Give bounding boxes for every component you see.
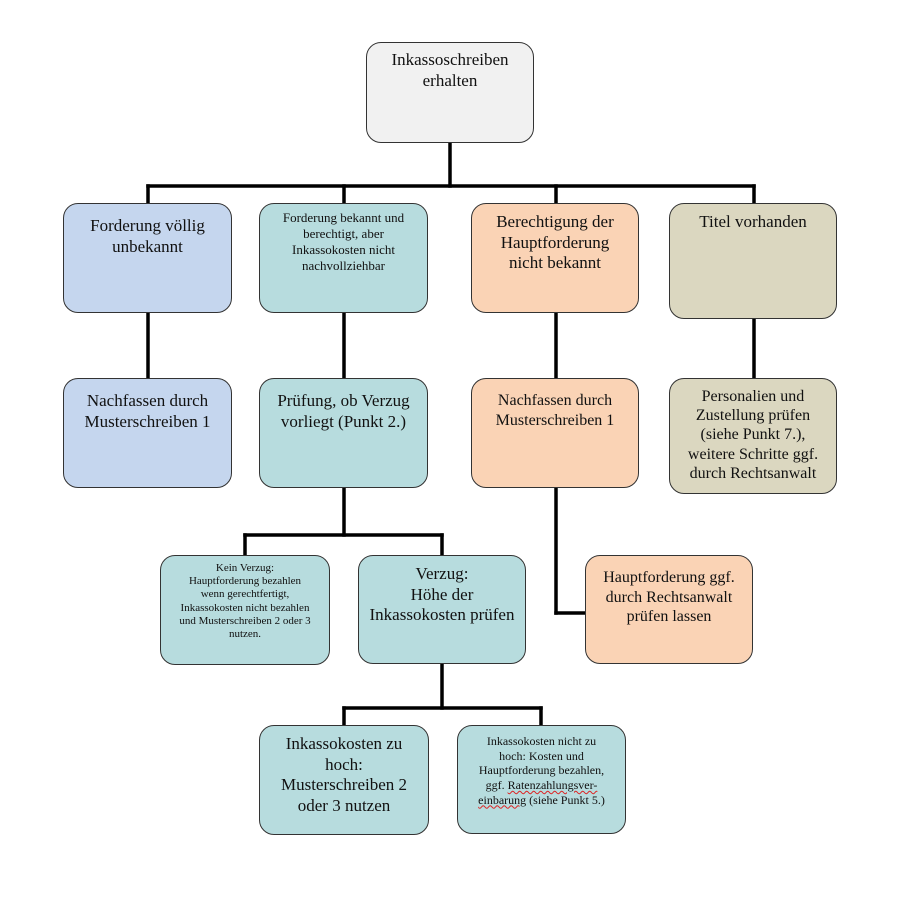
node-followup-1-label: Nachfassen durch Musterschreiben 1: [84, 391, 211, 431]
node-costs-ok-label: Inkassokosten nicht zu hoch: Kosten und …: [478, 734, 605, 807]
node-default-check-costs: Verzug: Höhe der Inkassokosten prüfen: [358, 555, 526, 664]
node-root: Inkassoschreiben erhalten: [366, 42, 534, 143]
node-root-label: Inkassoschreiben erhalten: [391, 50, 509, 90]
node-unknown-claim-label: Forderung völlig unbekannt: [90, 216, 205, 256]
node-main-claim-unknown: Berechtigung der Hauptforderung nicht be…: [471, 203, 639, 313]
node-costs-too-high: Inkassokosten zu hoch: Musterschreiben 2…: [259, 725, 429, 835]
node-unknown-claim: Forderung völlig unbekannt: [63, 203, 232, 313]
node-costs-ok: Inkassokosten nicht zu hoch: Kosten und …: [457, 725, 626, 834]
node-no-default: Kein Verzug: Hauptforderung bezahlen wen…: [160, 555, 330, 665]
node-title-exists-label: Titel vorhanden: [699, 212, 807, 231]
node-known-claim-label: Forderung bekannt und berechtigt, aber I…: [282, 210, 405, 273]
node-default-check-costs-label: Verzug: Höhe der Inkassokosten prüfen: [369, 564, 515, 625]
node-followup-1: Nachfassen durch Musterschreiben 1: [63, 378, 232, 488]
node-main-claim-unknown-label: Berechtigung der Hauptforderung nicht be…: [496, 212, 614, 273]
node-followup-2: Nachfassen durch Musterschreiben 1: [471, 378, 639, 488]
node-no-default-label: Kein Verzug: Hauptforderung bezahlen wen…: [179, 562, 311, 640]
spellcheck-mark: Ratenzahlungsver-: [507, 777, 598, 792]
node-followup-2-label: Nachfassen durch Musterschreiben 1: [495, 392, 615, 429]
node-lawyer-check-label: Hauptforderung ggf. durch Rechtsanwalt p…: [603, 569, 735, 626]
node-known-claim: Forderung bekannt und berechtigt, aber I…: [259, 203, 428, 313]
node-check-default: Prüfung, ob Verzug vorliegt (Punkt 2.): [259, 378, 428, 488]
node-check-personal: Personalien und Zustellung prüfen (siehe…: [669, 378, 837, 494]
spellcheck-mark: einbarung: [478, 792, 527, 807]
node-check-default-label: Prüfung, ob Verzug vorliegt (Punkt 2.): [277, 391, 410, 431]
node-title-exists: Titel vorhanden: [669, 203, 837, 319]
node-lawyer-check: Hauptforderung ggf. durch Rechtsanwalt p…: [585, 555, 753, 664]
node-costs-too-high-label: Inkassokosten zu hoch: Musterschreiben 2…: [280, 734, 408, 816]
node-check-personal-label: Personalien und Zustellung prüfen (siehe…: [687, 388, 819, 482]
